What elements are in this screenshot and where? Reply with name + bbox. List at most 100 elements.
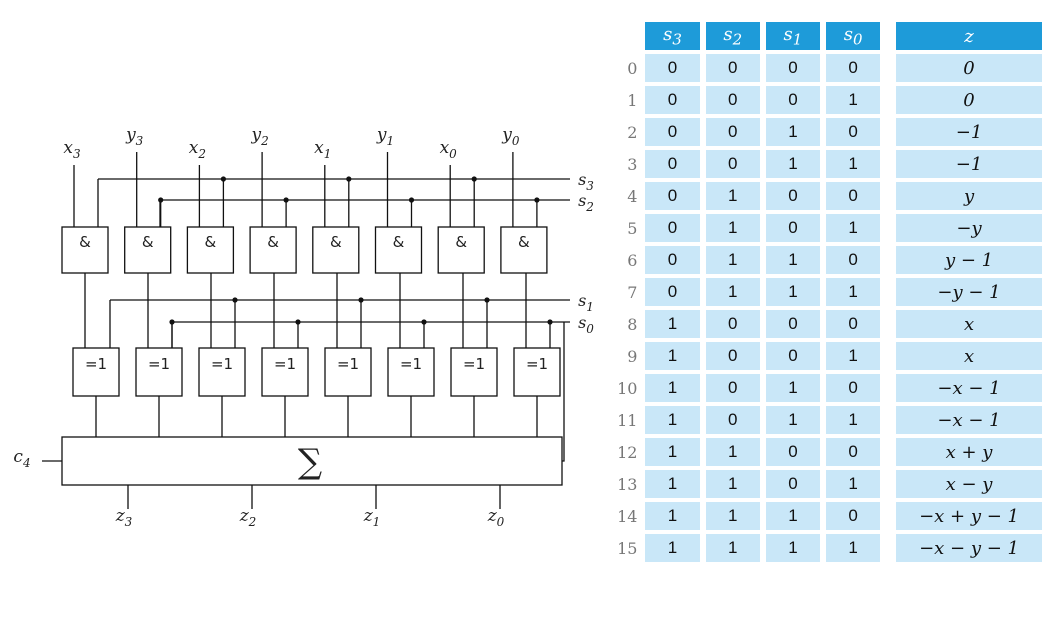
control-label-s1: s1 bbox=[578, 291, 594, 314]
cell-s3: 1 bbox=[645, 342, 700, 370]
junction-dot bbox=[408, 197, 415, 203]
cell-z: 0 bbox=[896, 54, 1042, 82]
and-gate bbox=[437, 226, 485, 274]
cell-z: x bbox=[896, 342, 1042, 370]
cell-s0: 1 bbox=[826, 150, 881, 178]
cell-s1: 0 bbox=[765, 54, 821, 82]
xor-gate bbox=[72, 347, 120, 397]
cell-s0: 1 bbox=[826, 214, 881, 242]
cell-s0: 0 bbox=[826, 502, 881, 530]
junction-dot bbox=[421, 319, 427, 325]
input-label-y3: y3 bbox=[125, 125, 144, 148]
cell-z: 0 bbox=[896, 86, 1042, 114]
cell-s0: 1 bbox=[826, 278, 881, 306]
cell-s2: 0 bbox=[705, 406, 760, 434]
xor-gate-label: =1 bbox=[526, 355, 548, 373]
and-gate-label: & bbox=[205, 233, 217, 251]
cell-s3: 0 bbox=[645, 86, 700, 114]
input-label-x1: x1 bbox=[314, 138, 331, 161]
input-label-x3: x3 bbox=[63, 138, 81, 161]
control-label-s0: s0 bbox=[578, 313, 594, 336]
cell-s3: 1 bbox=[645, 438, 700, 466]
control-label-s2: s2 bbox=[578, 191, 594, 214]
cell-s1: 0 bbox=[765, 310, 821, 338]
row-index: 0 bbox=[627, 58, 638, 78]
cell-s3: 1 bbox=[645, 502, 700, 530]
and-gate-label: & bbox=[267, 233, 279, 251]
xor-gate-label: =1 bbox=[337, 355, 359, 373]
cell-s2: 0 bbox=[705, 342, 760, 370]
cell-s1: 0 bbox=[765, 438, 821, 466]
cell-s1: 0 bbox=[765, 214, 821, 242]
junction-dot bbox=[346, 176, 352, 182]
cell-s1: 1 bbox=[765, 150, 821, 178]
cell-s2: 1 bbox=[705, 246, 760, 274]
cell-s0: 1 bbox=[826, 406, 881, 434]
junction-dot bbox=[169, 319, 175, 325]
cell-s0: 1 bbox=[826, 470, 881, 498]
cell-s1: 0 bbox=[765, 86, 821, 114]
cell-z: −x − 1 bbox=[896, 374, 1042, 402]
and-gate bbox=[500, 226, 548, 274]
cell-s3: 0 bbox=[645, 246, 700, 274]
row-index: 13 bbox=[617, 474, 638, 494]
row-index: 8 bbox=[627, 314, 638, 334]
cell-s1: 0 bbox=[765, 342, 821, 370]
cell-s0: 1 bbox=[826, 534, 881, 562]
and-gate-label: & bbox=[79, 233, 91, 251]
xor-gate bbox=[513, 347, 561, 397]
junction-dot bbox=[534, 197, 540, 203]
cell-s3: 1 bbox=[645, 470, 700, 498]
cell-s3: 0 bbox=[645, 214, 700, 242]
carry-label-c4: c4 bbox=[13, 447, 30, 470]
junction-dot bbox=[471, 176, 477, 182]
header-s3: s3 bbox=[645, 22, 700, 50]
xor-gate-label: =1 bbox=[274, 355, 296, 373]
and-gate-label: & bbox=[330, 233, 342, 251]
cell-s2: 1 bbox=[705, 438, 760, 466]
row-index: 12 bbox=[617, 442, 638, 462]
row-index: 5 bbox=[627, 218, 638, 238]
adder-block bbox=[61, 436, 563, 486]
row-index: 2 bbox=[627, 122, 638, 142]
cell-z: −y bbox=[896, 214, 1042, 242]
cell-z: y bbox=[896, 182, 1042, 210]
cell-z: x + y bbox=[896, 438, 1042, 466]
cell-s3: 0 bbox=[645, 150, 700, 178]
junction-dot bbox=[484, 297, 490, 303]
cell-s1: 1 bbox=[765, 534, 821, 562]
output-label-z3: z3 bbox=[115, 506, 133, 529]
cell-s2: 0 bbox=[705, 54, 760, 82]
junction-dot bbox=[283, 197, 289, 203]
xor-gate bbox=[387, 347, 435, 397]
and-gate-label: & bbox=[518, 233, 530, 251]
row-index: 14 bbox=[617, 506, 638, 526]
cell-z: −y − 1 bbox=[896, 278, 1042, 306]
cell-z: −1 bbox=[896, 150, 1042, 178]
cell-s2: 0 bbox=[705, 150, 760, 178]
cell-s0: 0 bbox=[826, 438, 881, 466]
junction-dot bbox=[232, 297, 238, 303]
cell-s1: 1 bbox=[765, 374, 821, 402]
junction-dot bbox=[158, 197, 164, 203]
control-label-s3: s3 bbox=[578, 170, 594, 193]
and-gate bbox=[186, 226, 235, 274]
row-index: 10 bbox=[617, 378, 638, 398]
and-gate bbox=[249, 226, 297, 274]
xor-gate bbox=[324, 347, 372, 397]
and-gate-label: & bbox=[393, 233, 405, 251]
cell-s3: 0 bbox=[645, 182, 700, 210]
cell-s2: 1 bbox=[705, 278, 760, 306]
header-s1: s1 bbox=[765, 22, 821, 50]
